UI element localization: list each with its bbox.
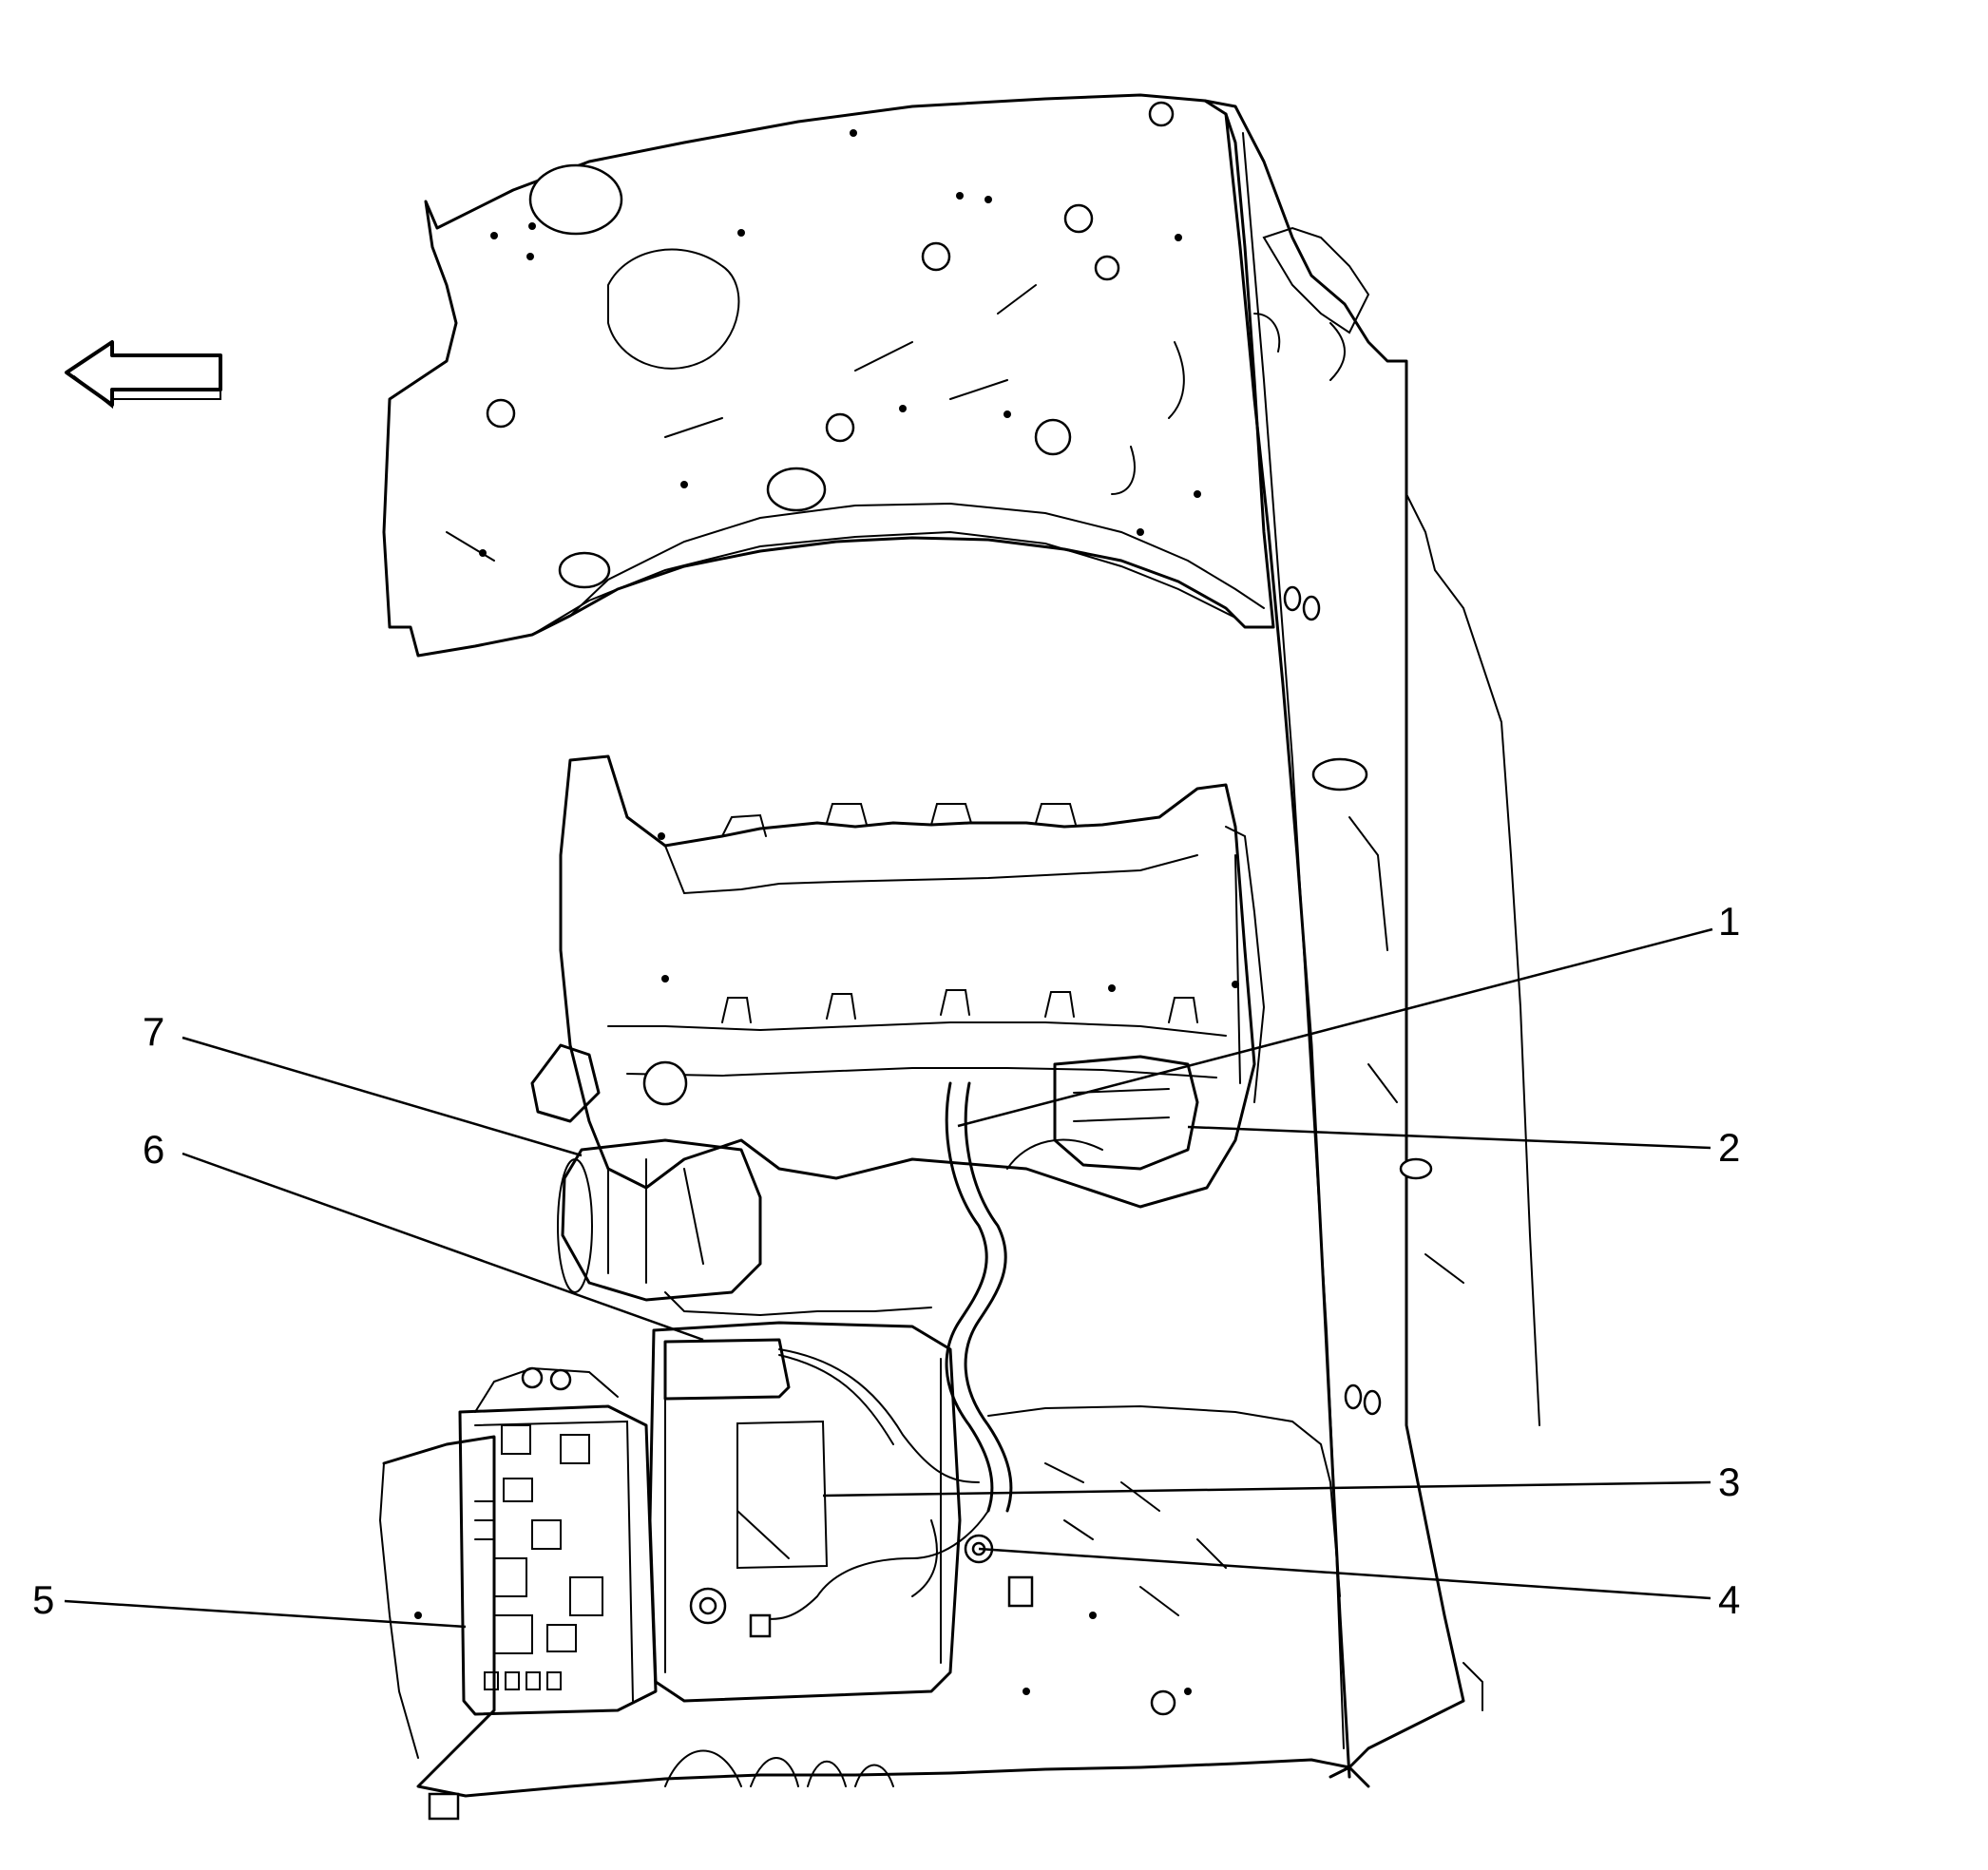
- fender-structure: [1203, 99, 1540, 1779]
- callout-1: 1: [1718, 899, 1740, 944]
- leader-line-1: [957, 927, 1713, 1128]
- callout-3: 3: [1718, 1460, 1740, 1504]
- leader-line-4: [978, 1547, 1711, 1600]
- leader-line-2: [1187, 1125, 1711, 1150]
- callout-5: 5: [32, 1577, 54, 1622]
- module-housing: [648, 1321, 994, 1703]
- leader-line-3: [822, 1480, 1711, 1498]
- arrow-left-icon: [65, 340, 222, 410]
- engine-wiring-harness: [664, 1081, 1103, 1620]
- leader-line-5: [64, 1599, 467, 1629]
- leader-line-6: [182, 1152, 704, 1342]
- callout-6: 6: [143, 1127, 164, 1172]
- callout-7: 7: [143, 1009, 164, 1054]
- callout-labels: 1 2 3 4 5 6 7: [32, 899, 1740, 1622]
- fuse-block: [458, 1366, 658, 1716]
- lower-body-floor: [378, 1404, 1370, 1821]
- callout-4: 4: [1718, 1577, 1740, 1622]
- callout-leaders: [64, 927, 1713, 1629]
- leader-line-7: [182, 1036, 583, 1157]
- callout-2: 2: [1718, 1125, 1740, 1170]
- engine-assembly: [530, 754, 1266, 1302]
- upper-body-panel: [382, 93, 1275, 658]
